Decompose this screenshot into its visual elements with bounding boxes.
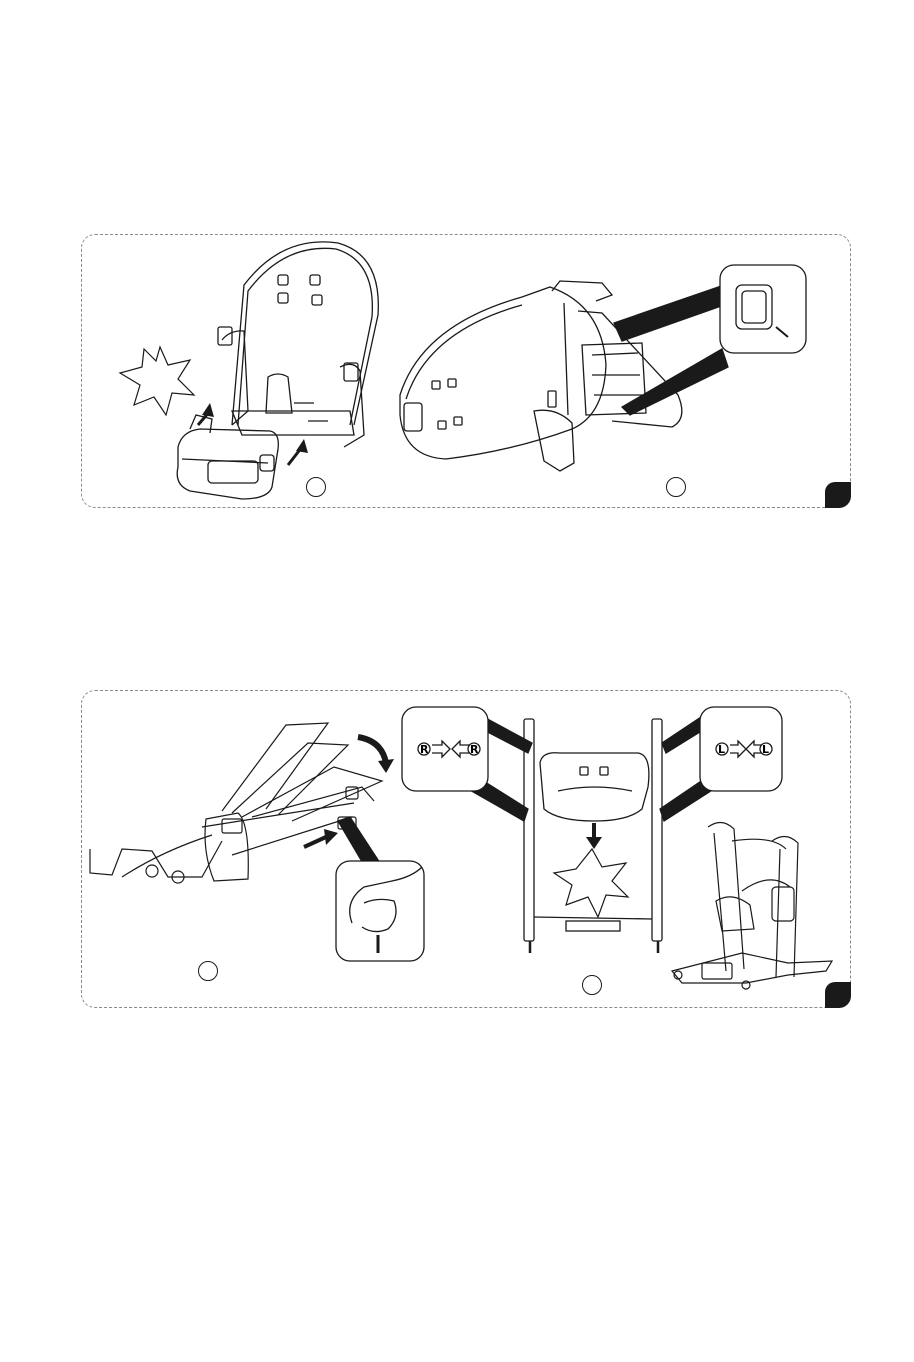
corner-tab [825,982,851,1008]
assembly-panel-1 [81,234,851,508]
step-2-circle [666,477,686,497]
arrow-icon [304,829,338,847]
step-2-circle [582,975,602,995]
swing-perspective [672,822,832,989]
seat-flipped [400,281,682,471]
star-burst-icon [120,347,194,415]
badge-right-left: R [420,743,429,756]
step-1-circle [198,961,218,981]
badge-left-right: L [762,743,769,756]
step-1-circle [306,477,326,497]
star-burst-icon [554,849,628,917]
zoom-callout-icon [402,707,532,821]
corner-tab [825,482,851,508]
panel-1-illustration [82,235,852,509]
panel-2-illustration: R R L L [82,691,852,1009]
seat-recline [90,723,382,883]
badge-right-right: R [470,743,479,756]
badge-left-left: L [718,743,725,756]
rotate-arrow-icon [358,737,394,773]
tray [177,415,278,499]
seat-back [218,242,378,447]
zoom-callout-icon [614,265,806,415]
arrow-icon [586,823,602,849]
assembly-panel-2: R R L L [81,690,851,1008]
hand-press-icon [336,817,424,961]
zoom-callout-icon [660,707,782,821]
